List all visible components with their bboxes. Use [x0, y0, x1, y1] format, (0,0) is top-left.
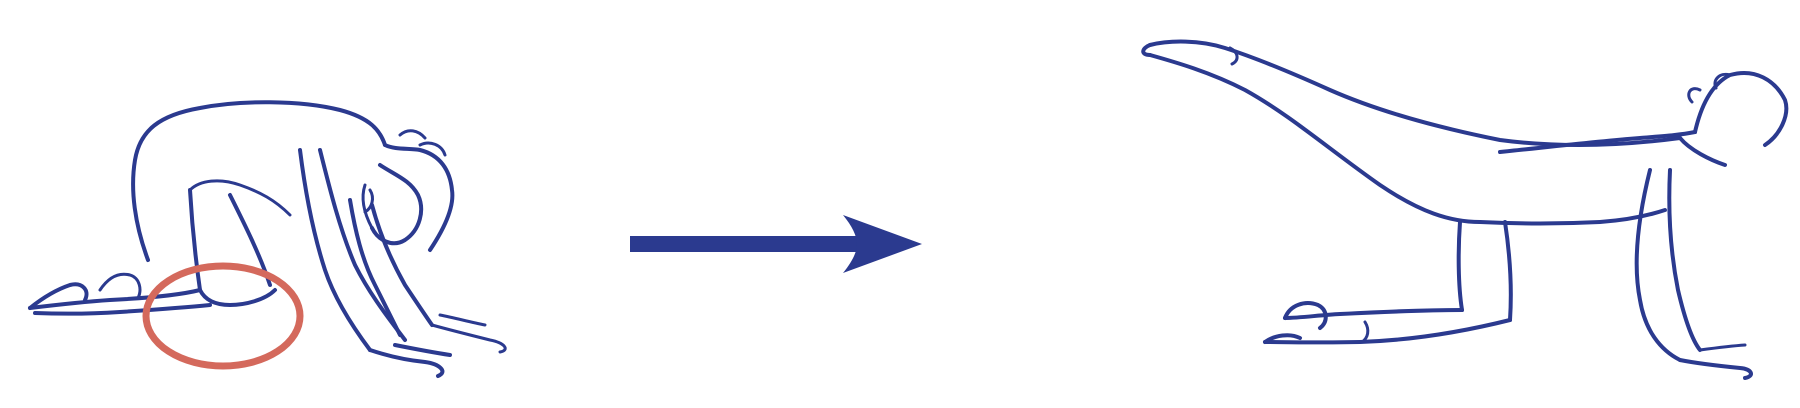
- arrow-right-icon: [630, 215, 922, 273]
- kneeling-figure-icon: [28, 100, 507, 378]
- knee-highlight-circle: [142, 262, 304, 370]
- bird-dog-figure-icon: [1141, 39, 1789, 380]
